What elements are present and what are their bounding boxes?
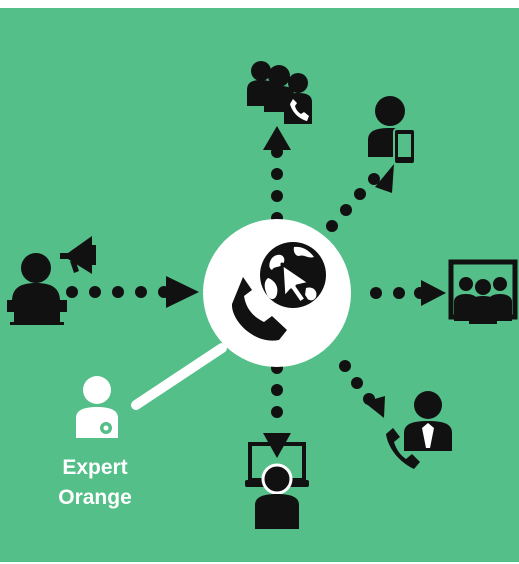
expert-label-line2: Orange bbox=[58, 486, 132, 509]
customer-group-phone-icon bbox=[247, 61, 312, 124]
connector-left bbox=[66, 276, 199, 308]
person-mobile-icon bbox=[368, 96, 416, 165]
connector-top-right bbox=[326, 164, 394, 232]
speaker-megaphone-icon bbox=[7, 236, 96, 325]
businessman-phone-icon bbox=[386, 391, 452, 469]
phone-icon bbox=[231, 277, 287, 341]
person-laptop-icon bbox=[245, 442, 309, 529]
cursor-icon bbox=[280, 262, 312, 305]
expert-user-gear-icon bbox=[76, 376, 118, 438]
expert-label-line1: Expert bbox=[62, 456, 128, 479]
connector-right bbox=[370, 280, 446, 306]
magnifier-handle bbox=[131, 343, 227, 410]
connector-bottom-right bbox=[339, 360, 385, 418]
audience-screen-icon bbox=[448, 259, 518, 324]
